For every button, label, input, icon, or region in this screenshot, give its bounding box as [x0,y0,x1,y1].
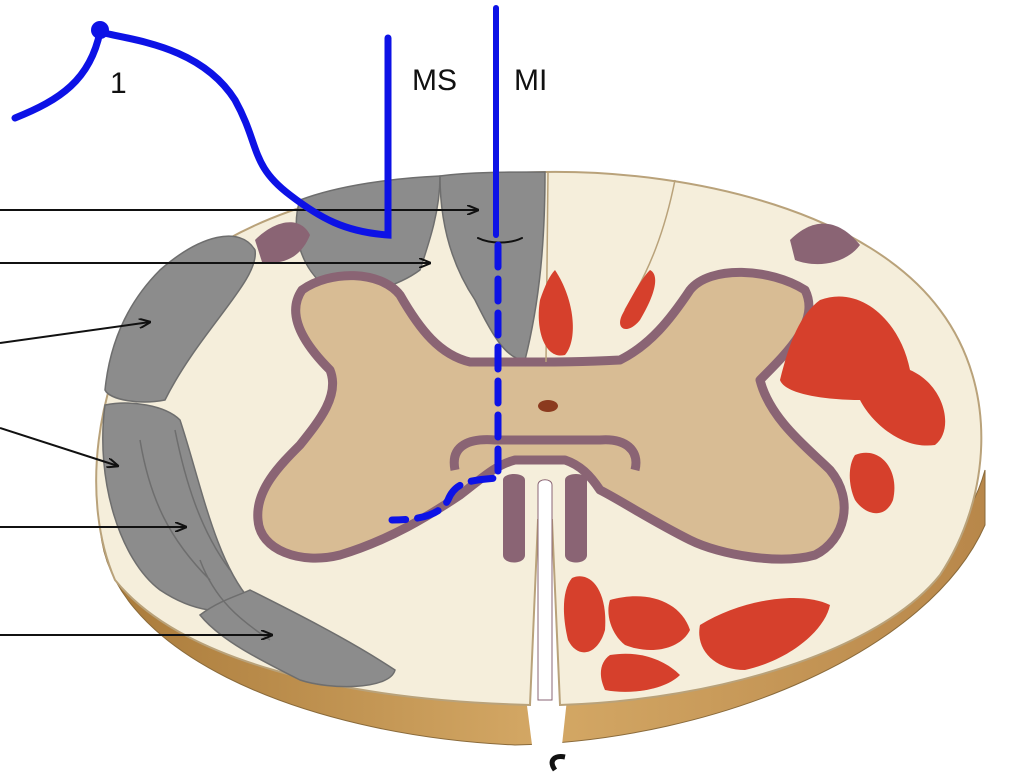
ms-label: MS [412,64,457,97]
right-anterior-column-purple [565,474,587,563]
left-anterior-column-purple [503,474,525,563]
anterior-fissure [538,480,552,700]
mi-label: MI [514,64,547,97]
cropped-mark [552,757,565,770]
neuron-cell-body-icon [91,21,109,39]
neuron-number-label: 1 [110,67,127,100]
central-canal [538,400,558,412]
